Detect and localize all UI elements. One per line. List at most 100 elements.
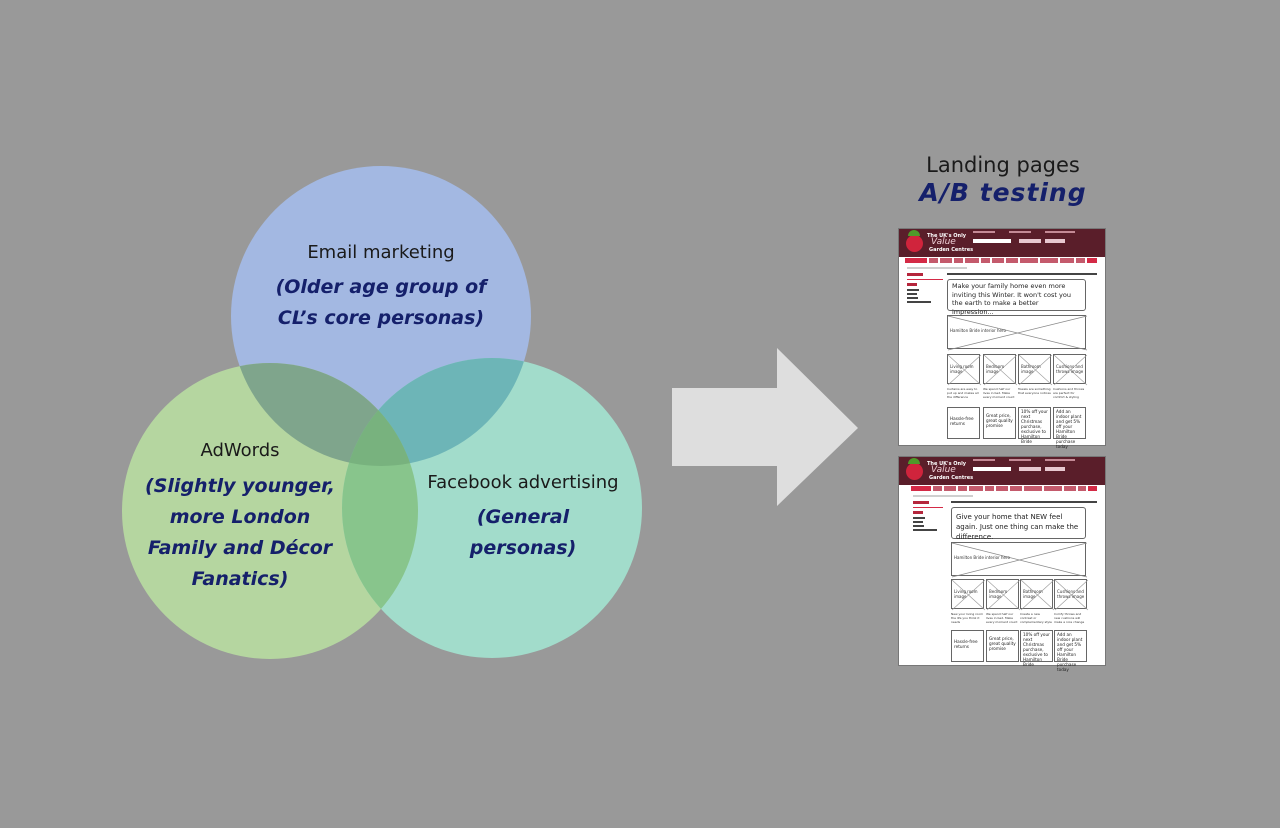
nav-item[interactable] [958, 486, 967, 491]
nav-item[interactable] [1020, 258, 1038, 263]
tile-label: Bathroom image [1023, 589, 1043, 599]
nav-item[interactable] [933, 486, 942, 491]
nav-item[interactable] [1060, 258, 1074, 263]
headline-callout: Give your home that NEW feel again. Just… [951, 507, 1086, 541]
main-nav [899, 257, 1105, 264]
promo-box: Great price, great quality promise [983, 407, 1016, 439]
nav-item[interactable] [965, 258, 979, 263]
search-input[interactable] [973, 239, 1011, 243]
main-nav [899, 485, 1105, 492]
adwords-desc-line4: Fanatics) [192, 568, 289, 590]
brand-line3: Garden Centres [929, 475, 974, 481]
tile-label: Living room image [954, 589, 978, 599]
page-title [947, 273, 1097, 275]
sidebar-item[interactable] [913, 529, 937, 531]
email-label: Email marketing [307, 242, 454, 263]
brand-line3: Garden Centres [929, 247, 974, 253]
headline-callout: Make your family home even more inviting… [947, 279, 1086, 316]
brand-line1: The UK's Only [927, 233, 967, 239]
tile-cushions[interactable]: Cushions and throws image [1054, 579, 1089, 611]
tile-description: Curtains are easy to put up and makes al… [947, 387, 979, 399]
sidebar-heading [913, 501, 929, 504]
tile-bathroom[interactable]: Bathroom image [1018, 354, 1053, 386]
sidebar [907, 273, 945, 305]
header-link[interactable] [1009, 231, 1031, 233]
page-title [951, 501, 1097, 503]
adwords-label: AdWords [200, 440, 279, 461]
leaf-icon [908, 230, 920, 236]
sidebar-heading [913, 511, 923, 514]
email-desc-line2: CL’s core personas) [278, 307, 484, 329]
tile-label: Bedroom image [989, 589, 1008, 599]
nav-item[interactable] [954, 258, 963, 263]
sidebar-item[interactable] [907, 289, 919, 291]
adwords-desc-line1: (Slightly younger, [145, 475, 335, 497]
header-link[interactable] [1045, 231, 1075, 233]
tile-living-room[interactable]: Living room image [947, 354, 982, 386]
nav-item[interactable] [1044, 486, 1062, 491]
facebook-label: Facebook advertising [427, 472, 618, 493]
tile-label: Bedroom image [986, 364, 1005, 374]
nav-item[interactable] [1088, 486, 1097, 491]
header-link[interactable] [1045, 459, 1075, 461]
promo-box: 10% off your next Christmas purchase, ex… [1020, 630, 1053, 667]
nav-item[interactable] [996, 486, 1008, 491]
nav-item[interactable] [1064, 486, 1076, 491]
nav-item[interactable] [1087, 258, 1097, 263]
site-header: The UK's Only Value Garden Centres [899, 457, 1105, 485]
nav-item[interactable] [1024, 486, 1042, 491]
header-button[interactable] [1045, 239, 1065, 243]
tile-bathroom[interactable]: Bathroom image [1020, 579, 1055, 611]
header-link[interactable] [1009, 459, 1031, 461]
hero-label: Hamilton Bride interior hero [954, 555, 1010, 560]
promo-box: Great price, great quality promise [986, 630, 1019, 662]
email-desc-line1: (Older age group of [276, 276, 490, 298]
promo-box: Add an indoor plant and get 5% off your … [1053, 407, 1086, 449]
sidebar-item[interactable] [907, 297, 918, 299]
tile-label: Living room image [950, 364, 974, 374]
sidebar-item[interactable] [913, 517, 925, 519]
landing-pages-heading: Landing pages A/B testing [900, 152, 1106, 208]
nav-item[interactable] [981, 258, 990, 263]
tile-bedroom[interactable]: Bedroom image [986, 579, 1021, 611]
header-link[interactable] [973, 459, 995, 461]
brand-line2: Value [931, 465, 956, 475]
sidebar-item[interactable] [913, 521, 923, 523]
site-header: The UK's Only Value Garden Centres [899, 229, 1105, 257]
breadcrumb [913, 495, 973, 497]
adwords-desc-line2: more London [170, 506, 311, 528]
nav-item[interactable] [905, 258, 927, 263]
leaf-icon [908, 458, 920, 464]
header-button[interactable] [1019, 239, 1041, 243]
nav-item[interactable] [944, 486, 956, 491]
landing-pages-title: Landing pages [926, 153, 1080, 177]
nav-item[interactable] [1006, 258, 1018, 263]
sidebar-item[interactable] [907, 301, 931, 303]
sidebar-item[interactable] [907, 293, 917, 295]
header-button[interactable] [1045, 467, 1065, 471]
header-button[interactable] [1019, 467, 1041, 471]
tile-cushions[interactable]: Cushions and throws image [1053, 354, 1088, 386]
tile-living-room[interactable]: Living room image [951, 579, 986, 611]
sidebar-item[interactable] [913, 525, 924, 527]
tile-description: Cushions and throws are perfect for comf… [1053, 387, 1085, 399]
nav-item[interactable] [1078, 486, 1086, 491]
logo-icon [906, 463, 923, 480]
promo-box: Add an indoor plant and get 5% off your … [1054, 630, 1087, 672]
landing-page-variant-a: The UK's Only Value Garden Centres Make [898, 228, 1106, 449]
venn-diagram: Email marketing (Older age group of CL’s… [122, 166, 642, 659]
divider [913, 507, 943, 508]
nav-item[interactable] [1076, 258, 1085, 263]
header-link[interactable] [973, 231, 995, 233]
nav-item[interactable] [969, 486, 983, 491]
search-input[interactable] [973, 467, 1011, 471]
nav-item[interactable] [992, 258, 1004, 263]
nav-item[interactable] [940, 258, 952, 263]
tile-label: Cushions and throws image [1057, 589, 1085, 599]
nav-item[interactable] [985, 486, 994, 491]
nav-item[interactable] [1040, 258, 1058, 263]
nav-item[interactable] [911, 486, 931, 491]
nav-item[interactable] [929, 258, 938, 263]
tile-bedroom[interactable]: Bedroom image [983, 354, 1018, 386]
nav-item[interactable] [1010, 486, 1022, 491]
